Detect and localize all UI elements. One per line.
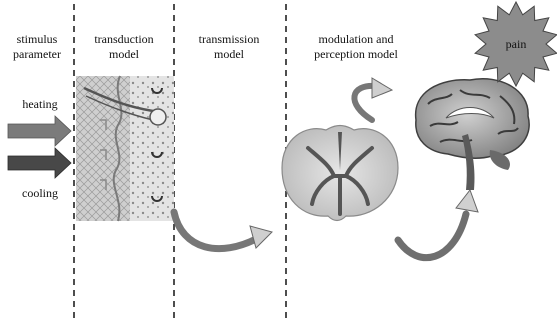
heating-label: heating [22, 97, 57, 111]
curved-arrow-icon [250, 226, 272, 248]
transduction-header-line1: transduction [94, 32, 153, 46]
modulation-header-line1: modulation and [319, 32, 394, 46]
transmission-header-line2: model [214, 47, 245, 61]
curved-arrow-icon [372, 78, 392, 98]
skin-tissue-icon [76, 76, 174, 221]
spinal-cord-section-icon [282, 126, 398, 221]
pain-label: pain [506, 37, 527, 51]
stimulus-header-line1: stimulus [17, 32, 58, 46]
transmission-header-line1: transmission [199, 32, 260, 46]
curved-arrow-icon [398, 214, 466, 258]
transduction-header-line2: model [109, 47, 140, 61]
cooling-label: cooling [22, 186, 58, 200]
heating-arrow-icon [8, 116, 71, 146]
curved-arrow-icon [456, 190, 478, 212]
brain-icon [416, 79, 530, 190]
curved-arrow-icon [174, 212, 258, 249]
modulation-header-line2: perception model [314, 47, 398, 61]
cooling-arrow-icon [8, 148, 71, 178]
stimulus-header-line2: parameter [13, 47, 61, 61]
